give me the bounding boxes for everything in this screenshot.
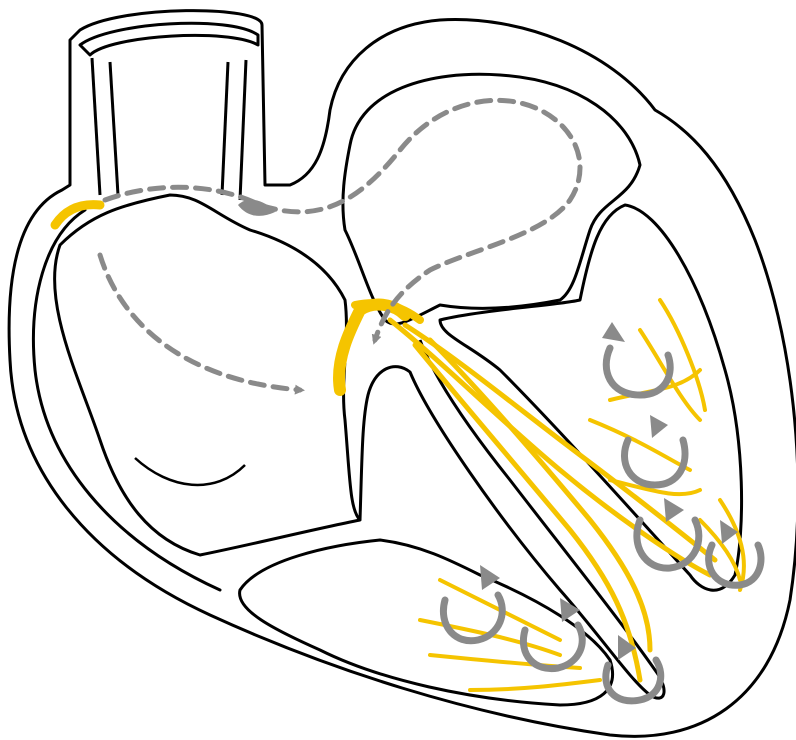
bundle-branch-left [390, 320, 710, 575]
right-atrium [55, 195, 360, 555]
aorta [80, 23, 258, 200]
heart-outline [9, 11, 796, 737]
left-atrium [343, 74, 640, 324]
conduction-system [55, 205, 744, 690]
reentry-arrows [443, 322, 761, 701]
av-node [339, 305, 405, 390]
valve-marks [238, 200, 275, 216]
circular-arrow-icon [523, 598, 582, 669]
